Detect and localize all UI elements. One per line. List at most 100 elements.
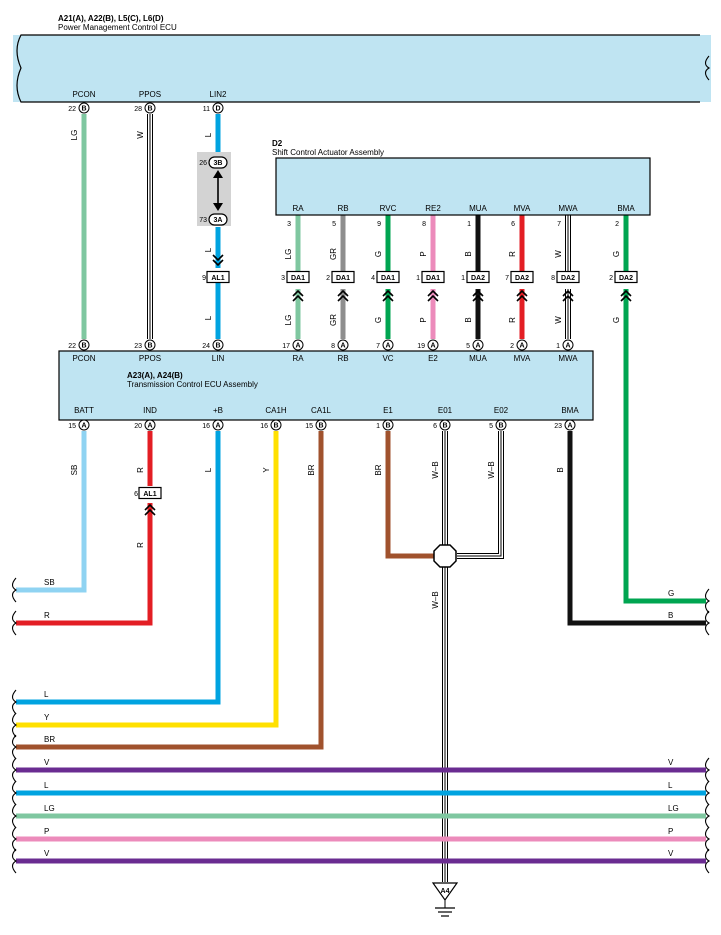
tcu-pin-bma-wire-code: B: [556, 467, 565, 472]
ground-label-triangle: [431, 882, 459, 902]
pm-ecu-ids: A21(A), A22(B), L5(C), L6(D): [58, 14, 164, 23]
tcu-pin-ca1h-circle: [270, 419, 282, 431]
full-bus-0-break-left: [11, 757, 18, 783]
tcu-pin-vc-letter: A: [385, 343, 390, 350]
tcu-pin-e2-num: 19: [417, 343, 425, 350]
actuator-pin-re2-junction-chev0: [427, 289, 439, 297]
actuator-pin-re2-junction-box: [421, 270, 445, 284]
actuator-pin-rb-junction-chev1: [337, 294, 349, 302]
wire-ppos-code: W: [136, 131, 145, 139]
tcu-pin-mva-num: 2: [510, 343, 514, 350]
tcu-pin-ppos-name: PPOS: [139, 354, 161, 363]
actuator-pin-mva-num: 6: [511, 221, 515, 228]
al1-upper-chev0: [212, 259, 224, 267]
actuator-pin-mwa-junction-chev1: [562, 294, 574, 302]
actuator-pin-re2-wire-code: P: [419, 251, 428, 256]
actuator-pin-bma-junction-box: [614, 270, 638, 284]
left-bus-0-break: [11, 577, 18, 603]
tcu-pin-mwa-letter: A: [565, 343, 570, 350]
tcu-ids: A23(A), A24(B): [127, 371, 183, 380]
tcu-pin-batt-name: BATT: [74, 406, 94, 415]
al1-upper-num: 9: [202, 275, 206, 282]
actuator-pin-mwa-wire-code: W: [554, 250, 563, 258]
tcu-pin-ind-name: IND: [143, 406, 157, 415]
actuator-pin-rvc-num: 9: [377, 221, 381, 228]
components-layer: [11, 34, 711, 917]
wire-e1: [385, 431, 434, 559]
full-bus-1-break-right: [704, 780, 711, 806]
left-bus-1-label: R: [44, 611, 50, 620]
actuator-pin-bma-wire-code-2: G: [612, 317, 621, 323]
wire-ca1h: [16, 431, 279, 728]
pm-ecu-outline: [16, 34, 700, 103]
tcu-pin-mva-circle: [516, 339, 528, 351]
tcu-pin-e01-name: E01: [438, 406, 453, 415]
actuator-pin-mva-wire-code: R: [508, 251, 517, 257]
al1-lower-chev0: [144, 503, 156, 511]
tcu-pin-e02-num: 5: [489, 423, 493, 430]
tcu-pin-ca1l-circle: [315, 419, 327, 431]
actuator-pin-re2-junction-num: 1: [416, 275, 420, 282]
pm-pin-ppos-name: PPOS: [139, 90, 161, 99]
tcu-pin-pcon-circle: [78, 339, 90, 351]
actuator-pin-ra-junction-chev0: [292, 289, 304, 297]
tcu-pin-ca1h-wire-code: Y: [262, 467, 271, 473]
tcu-pin-rb-circle: [337, 339, 349, 351]
lin-junction-arrow-down: [213, 203, 223, 211]
left-bus-3-break: [11, 712, 18, 738]
actuator-pin-mua-junction-chev0: [472, 289, 484, 297]
wire-lin2-code-c: L: [204, 315, 213, 320]
wire-lin2-code-a: L: [204, 132, 213, 137]
al1-lower-connector-label: AL1: [143, 491, 156, 498]
tcu-pin-lin-circle: [212, 339, 224, 351]
tcu-pin-ppos-num: 23: [134, 343, 142, 350]
al1-lower-num: 6: [134, 491, 138, 498]
tcu-pin-mua-name: MUA: [469, 354, 487, 363]
full-bus-1-label-right: L: [668, 781, 673, 790]
actuator-pin-rvc-junction-chev1: [382, 294, 394, 302]
actuator-pin-bma-name: BMA: [617, 204, 635, 213]
tcu-pin-ra-name: RA: [292, 354, 304, 363]
tcu-pin-lin-letter: B: [215, 343, 220, 350]
wire-bma: [567, 431, 706, 626]
full-bus-3-break-left: [11, 826, 18, 852]
tcu-pin-ra-letter: A: [295, 343, 300, 350]
tcu-pin-plus-b-letter: A: [215, 423, 220, 430]
pm-pin-lin2-num: 11: [203, 106, 210, 113]
tcu-pin-e01-letter: B: [442, 423, 447, 430]
al1-upper-connector-box: [206, 270, 230, 284]
tcu-pin-plus-b-num: 16: [202, 423, 210, 430]
wire-batt: [16, 431, 87, 593]
tcu-pin-e02-circle: [495, 419, 507, 431]
left-bus-3-label: Y: [44, 713, 50, 722]
tcu-pin-mva-letter: A: [519, 343, 524, 350]
right-bus-1-label: B: [668, 611, 673, 620]
tcu-pin-ca1h-name: CA1H: [265, 406, 287, 415]
full-bus-1-break-left: [11, 780, 18, 806]
tcu-pin-ind-num: 20: [134, 423, 142, 430]
full-bus-4-break-left: [11, 848, 18, 874]
tcu-pin-ca1l-wire-code: BR: [307, 464, 316, 475]
wires-layer: [16, 114, 706, 882]
actuator-pin-ra-wire-code-2: LG: [284, 315, 293, 326]
pm-pin-ppos-num: 28: [134, 106, 142, 113]
pm-ecu-right-break: [704, 55, 711, 81]
actuator-pin-mua-name: MUA: [469, 204, 487, 213]
wire-ground-code: W–B: [431, 591, 440, 608]
pm-pin-pcon-name: PCON: [72, 90, 95, 99]
lin-junction-top-pill: [208, 156, 228, 169]
tcu-pin-e1-letter: B: [385, 423, 390, 430]
pm-pin-lin2-letter: D: [215, 106, 220, 113]
right-bus-0-label: G: [668, 589, 674, 598]
actuator-pin-mva-name: MVA: [514, 204, 531, 213]
actuator-pin-rvc-wire-code-2: G: [374, 317, 383, 323]
actuator-pin-rb-num: 5: [332, 221, 336, 228]
right-bus-0-break: [704, 588, 711, 614]
actuator-pin-rb-junction-num: 2: [326, 275, 330, 282]
tcu-pin-mua-letter: A: [475, 343, 480, 350]
tcu-pin-batt-circle: [78, 419, 90, 431]
tcu-pin-e2-letter: A: [430, 343, 435, 350]
full-bus-3-label-left: P: [44, 827, 49, 836]
actuator-pin-rb-junction-label: DA1: [336, 275, 350, 282]
